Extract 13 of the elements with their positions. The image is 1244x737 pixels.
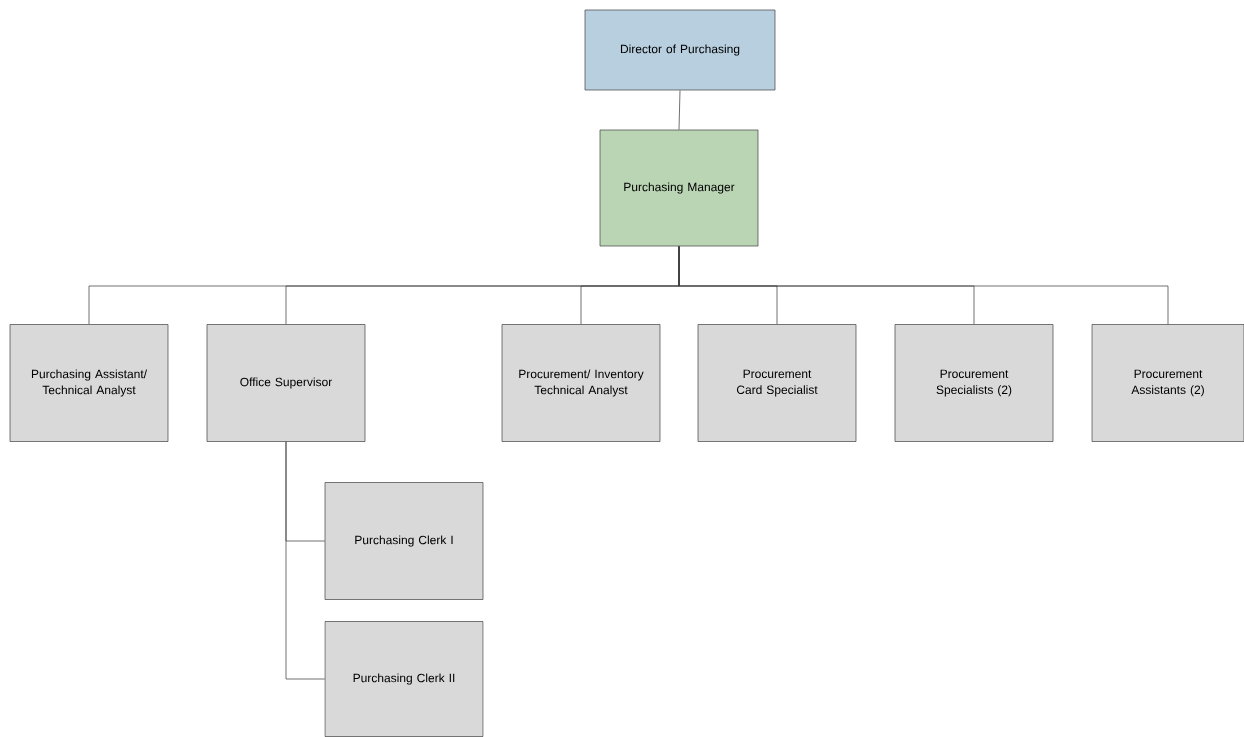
position-box: Procurement Card Specialist [697, 324, 857, 442]
connector-line [678, 246, 1169, 325]
connector-line [678, 90, 681, 130]
connector-line [285, 441, 325, 680]
position-box: Office Supervisor [206, 324, 366, 442]
position-box: Purchasing Manager [599, 129, 759, 247]
position-box: Procurement/ Inventory Technical Analyst [501, 324, 661, 442]
position-box: Procurement Assistants (2) [1091, 324, 1244, 442]
position-box: Purchasing Clerk II [324, 621, 484, 737]
position-box: Purchasing Assistant/ Technical Analyst [9, 324, 169, 442]
position-box: Procurement Specialists (2) [894, 324, 1054, 442]
position-box: Director of Purchasing [584, 9, 776, 91]
position-box: Purchasing Clerk I [324, 482, 484, 600]
